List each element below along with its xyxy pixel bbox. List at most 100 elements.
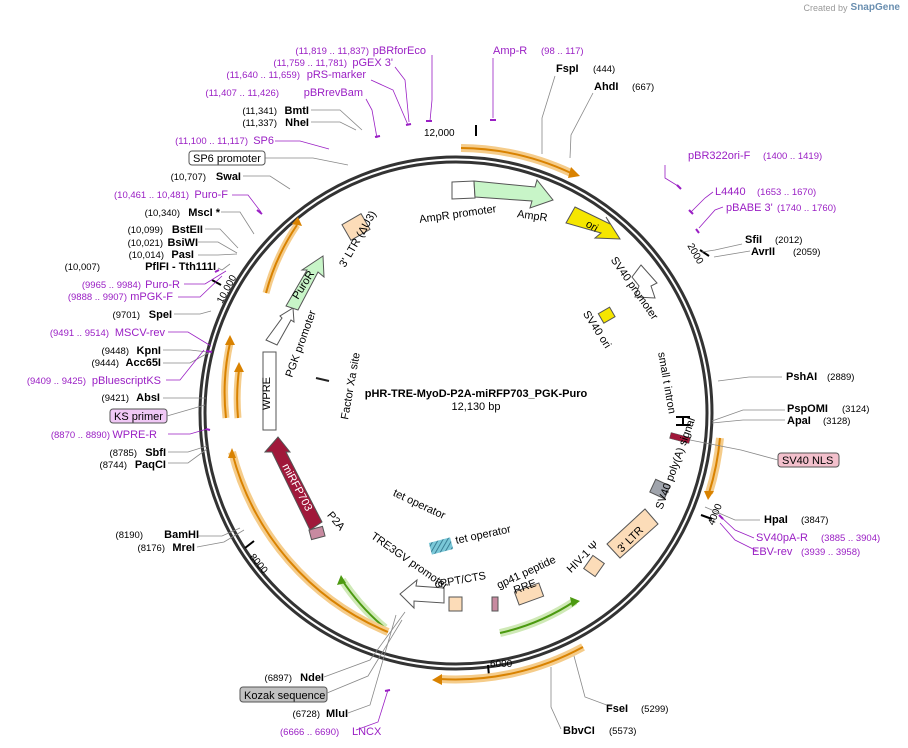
enzyme-sbfi-pos: (8785)	[110, 448, 137, 459]
enzyme-nhei: NheI	[285, 117, 309, 129]
enzyme-pflfi-pos: (10,007)	[65, 262, 100, 273]
label-tet-operator-2: tet operator	[454, 523, 512, 547]
enzyme-bbvci-pos: (5573)	[609, 726, 636, 737]
enzyme-swai-pos: (10,707)	[171, 172, 206, 183]
sv40-promoter-arrow	[631, 264, 658, 299]
primer-lncx: LNCX	[352, 726, 382, 738]
orf-arcs	[221, 144, 724, 684]
primer-mpgk-f: mPGK-F	[130, 291, 173, 303]
enzyme-bamhi-pos: (8190)	[116, 530, 143, 541]
enzyme-bbvci: BbvCI	[563, 725, 595, 737]
primer-ebv-rev: EBV-rev	[752, 546, 793, 558]
gp41-box	[491, 596, 499, 612]
enzyme-ahdi: AhdI	[594, 81, 618, 93]
enzyme-mlui-pos: (6728)	[293, 709, 320, 720]
tick-10000: 10,000	[215, 273, 239, 306]
boxed-labels: SP6 promoter KS primer SV40 NLS Kozak se…	[109, 150, 840, 703]
primer-pbrforeco: pBRforEco	[373, 45, 426, 57]
primer-pbabe3: pBABE 3'	[726, 202, 773, 214]
feature-shapes	[262, 178, 691, 612]
rre-box	[513, 582, 545, 606]
ltr-du3-box	[341, 213, 371, 241]
primer-pbrrevbam-pos: (11,407 .. 11,426)	[205, 88, 279, 99]
primer-l4440-pos: (1653 .. 1670)	[757, 187, 816, 198]
enzyme-nhei-pos: (11,337)	[242, 118, 277, 129]
tre3gv-arrow	[399, 578, 445, 610]
primer-mscv-rev: MSCV-rev	[115, 327, 166, 339]
enzyme-paqci: PaqCI	[135, 459, 166, 471]
enzyme-bmti: BmtI	[285, 105, 309, 117]
label-tre3gv: TRE3GV promoter	[369, 530, 451, 592]
enzyme-avrii: AvrII	[751, 246, 775, 258]
enzyme-bsiwi: BsiWI	[167, 237, 198, 249]
primer-pbrforeco-pos: (11,819 .. 11,837)	[295, 46, 369, 57]
enzyme-apai: ApaI	[787, 415, 811, 427]
enzyme-ndei-pos: (6897)	[265, 673, 292, 684]
enzyme-mrei-pos: (8176)	[138, 543, 165, 554]
enzyme-fspi: FspI	[556, 63, 579, 75]
p2a-box	[308, 525, 326, 541]
primer-l4440: L4440	[715, 186, 746, 198]
primer-puro-f: Puro-F	[194, 189, 228, 201]
primer-pbluescriptks-pos: (9409 .. 9425)	[27, 376, 86, 387]
primer-mpgk-f-pos: (9888 .. 9907)	[68, 292, 127, 303]
backbone-inner	[203, 160, 709, 666]
enzyme-hpai: HpaI	[764, 514, 788, 526]
tick-2000: 2000	[684, 242, 705, 267]
enzyme-avrii-pos: (2059)	[793, 247, 820, 258]
sv40-polya-box	[649, 478, 671, 500]
label-wpre: WPRE	[261, 377, 273, 410]
enzyme-mrei: MreI	[172, 542, 195, 554]
label-factor-xa: Factor Xa site	[339, 352, 363, 421]
tick-12000: 12,000	[424, 128, 455, 139]
enzyme-bamhi: BamHI	[164, 529, 199, 541]
tick-6000: 6000	[490, 659, 513, 670]
label-ampr-promoter: AmpR promoter	[419, 203, 498, 226]
enzyme-fsei-pos: (5299)	[641, 704, 668, 715]
sv40-ori-box	[597, 306, 616, 324]
primer-pbr322ori-f-pos: (1400 .. 1419)	[763, 151, 822, 162]
primer-lines	[166, 55, 758, 731]
enzyme-bsteii-pos: (10,099)	[128, 225, 163, 236]
primer-pbrrevbam: pBRrevBam	[304, 87, 363, 99]
mirfp703-arrow	[263, 436, 323, 531]
primer-puro-r-pos: (9965 .. 9984)	[82, 280, 141, 291]
enzyme-sbfi: SbfI	[145, 447, 166, 459]
ltr3-box	[606, 508, 659, 559]
primer-ebv-rev-pos: (3939 .. 3958)	[801, 547, 860, 558]
enzyme-pshai: PshAI	[786, 371, 817, 383]
primer-wpre-r: WPRE-R	[112, 429, 157, 441]
primer-amp-r-pos: (98 .. 117)	[541, 46, 584, 57]
plasmid-name: pHR-TRE-MyoD-P2A-miRFP703_PGK-Puro	[365, 388, 588, 400]
enzyme-acc65i-pos: (9444)	[92, 358, 119, 369]
enzyme-kpni: KpnI	[137, 345, 161, 357]
enzyme-labels: FspI (444) AhdI (667) SfiI (2012) AvrII …	[65, 63, 870, 737]
primer-sp6-pos: (11,100 .. 11,117)	[175, 136, 248, 147]
label-ampr: AmpR	[516, 208, 548, 224]
enzyme-ndei: NdeI	[300, 672, 324, 684]
sv40-nls-bar	[669, 432, 691, 444]
ampr-promoter-arrow	[451, 180, 476, 200]
enzyme-spei-pos: (9701)	[113, 310, 140, 321]
enzyme-bsteii: BstEII	[172, 224, 203, 236]
enzyme-spei: SpeI	[149, 309, 172, 321]
primer-puro-f-pos: (10,461 .. 10,481)	[114, 190, 189, 201]
enzyme-bmti-pos: (11,341)	[242, 106, 277, 117]
primer-ticks	[205, 119, 724, 692]
enzyme-msci: MscI *	[188, 207, 221, 219]
enzyme-fspi-pos: (444)	[593, 64, 615, 75]
puror-arrow	[285, 255, 325, 311]
enzyme-sfii-pos: (2012)	[775, 235, 802, 246]
kozak-sequence-label: Kozak sequence	[244, 690, 325, 702]
enzyme-paqci-pos: (8744)	[100, 460, 127, 471]
sp6-promoter-label: SP6 promoter	[193, 153, 261, 165]
enzyme-acc65i: Acc65I	[126, 357, 161, 369]
enzyme-absi-pos: (9421)	[102, 393, 129, 404]
enzyme-pasi-pos: (10,014)	[129, 250, 164, 261]
enzyme-hpai-pos: (3847)	[801, 515, 828, 526]
label-mirfp703: miRFP703	[279, 462, 314, 514]
label-ori: ori	[583, 218, 600, 235]
enzyme-msci-pos: (10,340)	[145, 208, 180, 219]
leader-lines	[163, 75, 785, 730]
